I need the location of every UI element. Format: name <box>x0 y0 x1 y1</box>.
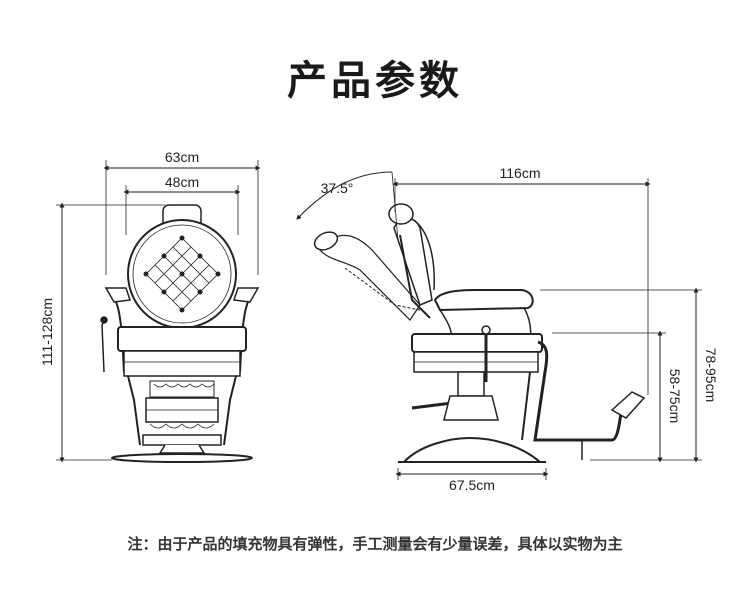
front-width-seat-label: 48cm <box>165 174 199 190</box>
side-view-chair <box>313 203 646 463</box>
seat-height-label: 58-75cm <box>667 369 683 423</box>
base-diameter-label: 67.5cm <box>449 477 495 493</box>
side-view-dimensions <box>392 178 702 480</box>
side-length-label: 116cm <box>500 165 541 181</box>
front-width-outer-label: 63cm <box>165 149 199 165</box>
recline-angle-label: 37.5° <box>321 180 354 196</box>
page-title: 产品参数 <box>287 58 463 104</box>
footnote: 注：由于产品的填充物具有弹性，手工测量会有少量误差，具体以实物为主 <box>127 535 623 553</box>
front-view-dimensions <box>56 160 261 463</box>
armrest-height-label: 78-95cm <box>703 348 719 402</box>
front-view-chair <box>100 204 260 463</box>
front-height-label: 111-128cm <box>39 298 55 366</box>
